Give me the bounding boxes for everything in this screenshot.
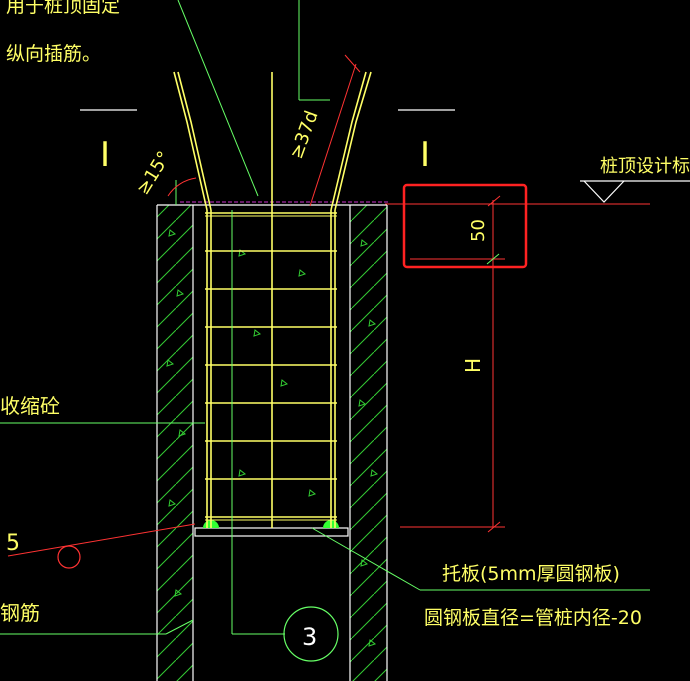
- top-note-line1: 用于桩顶固定: [6, 0, 120, 17]
- pile-wall-right-hatch: [350, 205, 387, 681]
- top-note-line2: 纵向插筋。: [6, 43, 101, 65]
- support-plate: [194, 527, 349, 537]
- elevation-symbol: [580, 180, 690, 203]
- rebar-inner-lines: [205, 215, 337, 521]
- concrete-aggregate-marks: [166, 229, 379, 647]
- dimension-lines: [7, 54, 650, 557]
- angle-label: ≥15°: [132, 148, 175, 199]
- callout-3-label: 3: [302, 623, 317, 651]
- plate-note-line1: 托板(5mm厚圆钢板): [442, 563, 620, 585]
- shrink-concrete-label: 收缩砼: [0, 394, 60, 418]
- callout-circle-3: [283, 606, 339, 662]
- dimension-50-label: 50: [468, 219, 489, 242]
- callout-5-label: 5: [6, 531, 20, 556]
- pile-top-elevation-label: 桩顶设计标高: [600, 156, 690, 177]
- leader-lines: [0, 0, 650, 635]
- dimension-h-label: H: [461, 358, 485, 373]
- callout-highlight-box: [402, 183, 528, 269]
- plate-note-line2: 圆钢板直径=管桩内径-20: [424, 607, 642, 629]
- anchorage-length-label: ≥37d: [286, 108, 323, 162]
- pile-wall-left-hatch: [157, 205, 193, 681]
- rebar-cage: [173, 71, 372, 528]
- section-label-left: I: [100, 135, 110, 175]
- rebar-note-label: 钢筋: [0, 601, 40, 625]
- h-dimension-ticks: [486, 253, 500, 265]
- section-label-right: I: [420, 135, 430, 175]
- callout-circle-5: [57, 545, 81, 569]
